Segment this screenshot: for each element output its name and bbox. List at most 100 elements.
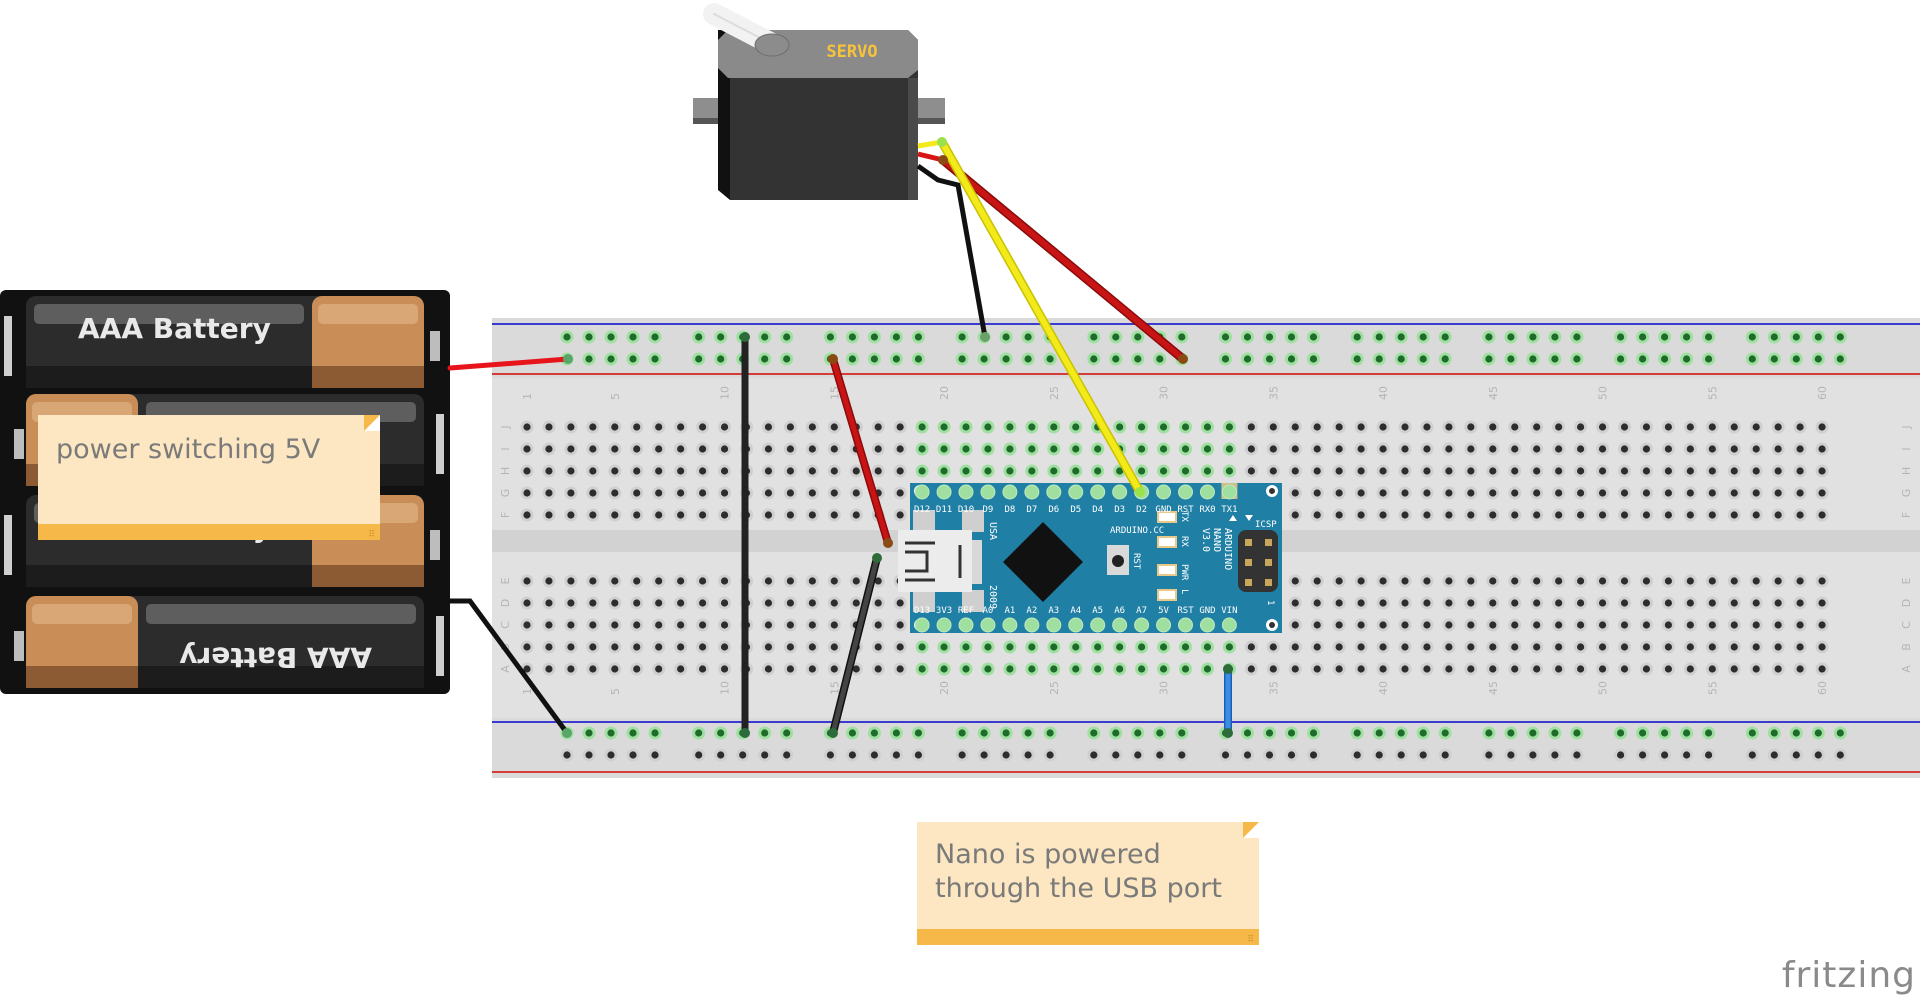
breadboard-hole[interactable]: [761, 486, 775, 500]
breadboard-hole[interactable]: [1552, 574, 1566, 588]
breadboard-hole[interactable]: [608, 596, 622, 610]
breadboard-hole[interactable]: [758, 352, 772, 366]
breadboard-hole[interactable]: [1771, 464, 1785, 478]
breadboard-hole[interactable]: [1420, 420, 1434, 434]
breadboard-hole[interactable]: [1552, 420, 1566, 434]
breadboard-hole[interactable]: [1767, 726, 1781, 740]
breadboard-hole[interactable]: [1508, 420, 1522, 434]
breadboard-hole[interactable]: [805, 596, 819, 610]
breadboard-hole[interactable]: [1771, 442, 1785, 456]
breadboard-hole[interactable]: [1596, 486, 1610, 500]
breadboard-hole[interactable]: [893, 486, 907, 500]
breadboard-hole[interactable]: [1087, 748, 1101, 762]
breadboard-hole[interactable]: [652, 574, 666, 588]
breadboard-hole[interactable]: [1420, 486, 1434, 500]
breadboard-hole[interactable]: [1793, 486, 1807, 500]
breadboard-hole[interactable]: [1025, 640, 1039, 654]
breadboard-hole[interactable]: [1219, 748, 1232, 762]
breadboard-hole[interactable]: [1614, 330, 1628, 344]
breadboard-hole[interactable]: [1376, 442, 1390, 456]
breadboard-hole[interactable]: [1350, 352, 1364, 366]
breadboard-hole[interactable]: [1288, 618, 1302, 632]
breadboard-hole[interactable]: [827, 662, 841, 676]
breadboard-hole[interactable]: [1175, 726, 1189, 740]
breadboard-hole[interactable]: [1618, 420, 1631, 434]
breadboard-hole[interactable]: [1508, 618, 1522, 632]
breadboard-hole[interactable]: [1614, 352, 1628, 366]
breadboard-hole[interactable]: [981, 442, 995, 456]
breadboard-hole[interactable]: [1288, 486, 1302, 500]
breadboard-hole[interactable]: [1376, 640, 1390, 654]
breadboard-hole[interactable]: [1394, 748, 1408, 762]
nano-pin-gnd[interactable]: GND: [1199, 606, 1216, 633]
breadboard-hole[interactable]: [586, 420, 600, 434]
breadboard-hole[interactable]: [542, 640, 556, 654]
breadboard-hole[interactable]: [608, 640, 622, 654]
breadboard-hole[interactable]: [1811, 748, 1825, 762]
breadboard-hole[interactable]: [696, 618, 710, 632]
breadboard-hole[interactable]: [1109, 726, 1123, 740]
breadboard-hole[interactable]: [1705, 618, 1719, 632]
breadboard-hole[interactable]: [1288, 662, 1302, 676]
breadboard-hole[interactable]: [1266, 442, 1280, 456]
breadboard-hole[interactable]: [1683, 596, 1697, 610]
breadboard-hole[interactable]: [1596, 574, 1610, 588]
breadboard-hole[interactable]: [805, 508, 819, 522]
wire-servo-ground[interactable]: [935, 177, 988, 340]
breadboard-hole[interactable]: [911, 352, 925, 366]
breadboard-hole[interactable]: [1179, 420, 1192, 434]
breadboard-hole[interactable]: [608, 420, 622, 434]
breadboard-hole[interactable]: [783, 596, 797, 610]
breadboard-hole[interactable]: [1350, 726, 1364, 740]
breadboard-hole[interactable]: [1438, 726, 1452, 740]
breadboard-hole[interactable]: [1464, 618, 1478, 632]
breadboard-hole[interactable]: [648, 330, 662, 344]
breadboard-hole[interactable]: [1222, 442, 1236, 456]
breadboard-hole[interactable]: [1504, 748, 1518, 762]
breadboard-hole[interactable]: [542, 662, 556, 676]
breadboard-hole[interactable]: [1153, 352, 1167, 366]
breadboard-hole[interactable]: [1727, 420, 1741, 434]
breadboard-hole[interactable]: [761, 508, 775, 522]
breadboard-hole[interactable]: [630, 464, 644, 478]
breadboard-hole[interactable]: [674, 420, 688, 434]
breadboard-hole[interactable]: [1815, 508, 1829, 522]
breadboard-hole[interactable]: [1618, 486, 1631, 500]
breadboard-hole[interactable]: [977, 748, 991, 762]
breadboard-hole[interactable]: [1552, 662, 1566, 676]
breadboard-hole[interactable]: [1135, 420, 1149, 434]
breadboard-hole[interactable]: [1398, 640, 1412, 654]
breadboard-hole[interactable]: [1661, 574, 1675, 588]
breadboard-hole[interactable]: [582, 748, 596, 762]
breadboard-hole[interactable]: [1288, 508, 1302, 522]
breadboard-hole[interactable]: [1680, 726, 1694, 740]
breadboard-hole[interactable]: [1464, 420, 1478, 434]
breadboard-hole[interactable]: [780, 726, 794, 740]
breadboard-hole[interactable]: [1614, 726, 1628, 740]
breadboard-hole[interactable]: [1486, 486, 1500, 500]
breadboard-hole[interactable]: [1442, 486, 1456, 500]
breadboard-hole[interactable]: [696, 486, 710, 500]
breadboard-hole[interactable]: [1025, 420, 1039, 434]
breadboard-hole[interactable]: [893, 618, 907, 632]
breadboard-hole[interactable]: [586, 596, 600, 610]
breadboard-hole[interactable]: [1416, 330, 1430, 344]
breadboard-hole[interactable]: [959, 442, 973, 456]
breadboard-hole[interactable]: [608, 574, 622, 588]
breadboard-hole[interactable]: [1420, 640, 1434, 654]
breadboard-hole[interactable]: [1661, 486, 1675, 500]
breadboard-hole[interactable]: [805, 618, 819, 632]
breadboard-hole[interactable]: [1003, 464, 1017, 478]
breadboard-hole[interactable]: [1266, 640, 1280, 654]
breadboard-hole[interactable]: [1021, 330, 1035, 344]
breadboard-hole[interactable]: [1815, 574, 1829, 588]
breadboard-hole[interactable]: [1464, 464, 1478, 478]
breadboard-hole[interactable]: [959, 640, 973, 654]
breadboard-hole[interactable]: [783, 618, 797, 632]
breadboard-hole[interactable]: [1504, 330, 1518, 344]
breadboard-hole[interactable]: [1310, 442, 1324, 456]
breadboard-hole[interactable]: [1596, 464, 1610, 478]
breadboard-hole[interactable]: [871, 442, 885, 456]
breadboard-hole[interactable]: [871, 596, 885, 610]
breadboard-hole[interactable]: [1639, 662, 1653, 676]
